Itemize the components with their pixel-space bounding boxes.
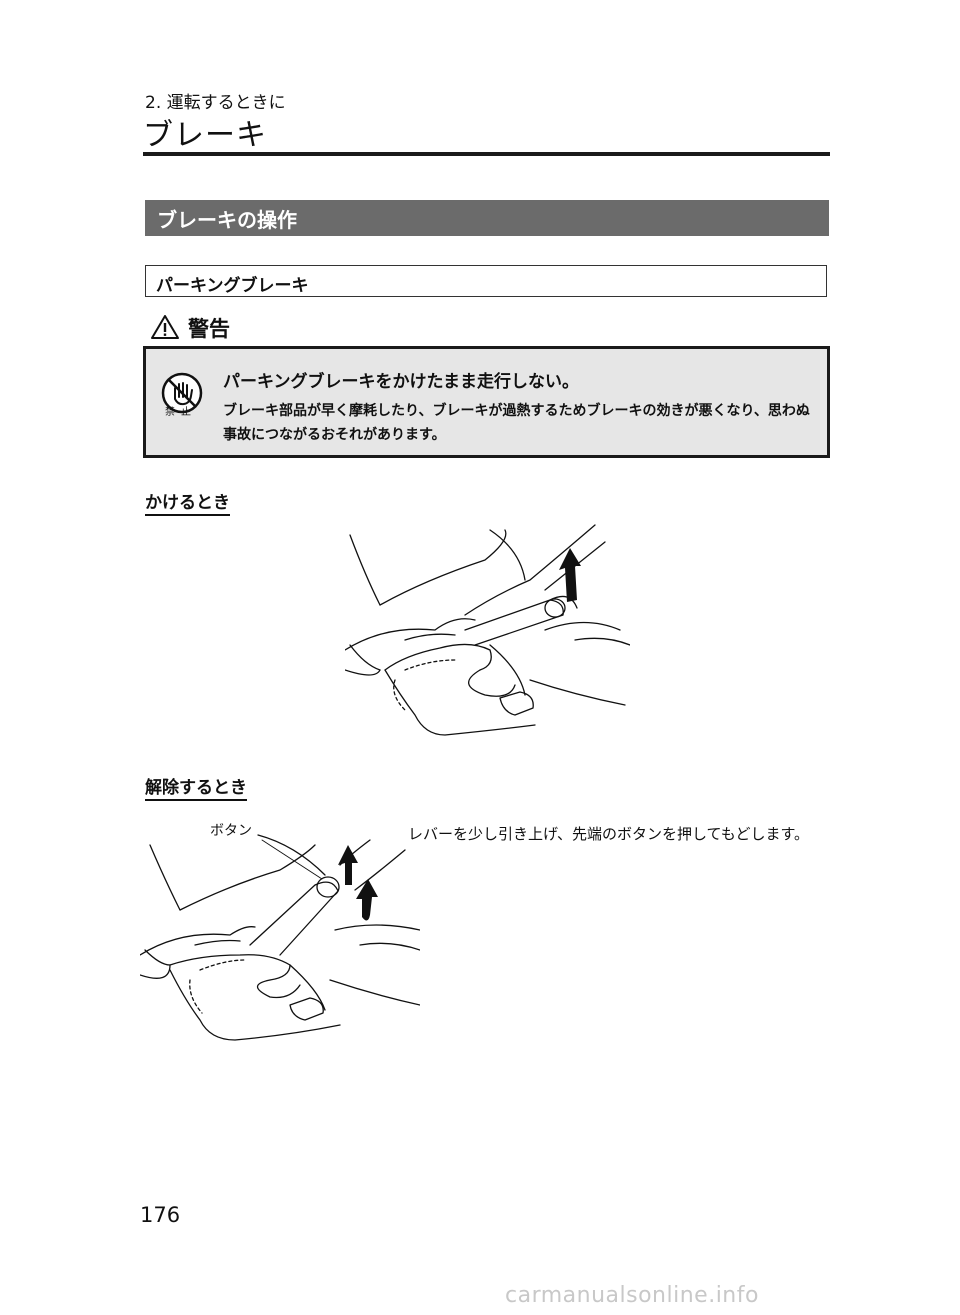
warning-triangle-icon <box>151 315 179 339</box>
prohibited-label: 禁止 <box>165 407 197 418</box>
prohibited-hand-icon <box>161 372 203 414</box>
warning-title: 警告 <box>188 317 230 341</box>
parking-brake-apply-illustration <box>345 524 630 736</box>
chapter-label: 2. 運転するときに <box>145 93 286 113</box>
apply-heading: かけるとき <box>145 488 230 516</box>
release-heading: 解除するとき <box>145 773 247 801</box>
parking-brake-release-illustration <box>140 834 420 1041</box>
subsection-title: パーキングブレーキ <box>156 276 309 296</box>
watermark: carmanualsonline.info <box>505 1283 759 1308</box>
warning-main-text: パーキングブレーキをかけたまま走行しない。 <box>223 372 579 392</box>
section-title: ブレーキの操作 <box>157 208 297 232</box>
page-number: 176 <box>140 1203 181 1227</box>
release-instructions: レバーを少し引き上げ、先端のボタンを押してもどします。 <box>408 825 809 843</box>
button-callout-label: ボタン <box>210 823 252 839</box>
subsection-box: パーキングブレーキ <box>145 265 827 297</box>
title-rule <box>143 152 830 156</box>
warning-box: 禁止 パーキングブレーキをかけたまま走行しない。 ブレーキ部品が早く摩耗したり、… <box>143 346 830 458</box>
page-title: ブレーキ <box>143 118 267 153</box>
section-bar: ブレーキの操作 <box>145 200 829 236</box>
warning-body-text: ブレーキ部品が早く摩耗したり、ブレーキが過熱するためブレーキの効きが悪くなり、思… <box>223 403 810 443</box>
